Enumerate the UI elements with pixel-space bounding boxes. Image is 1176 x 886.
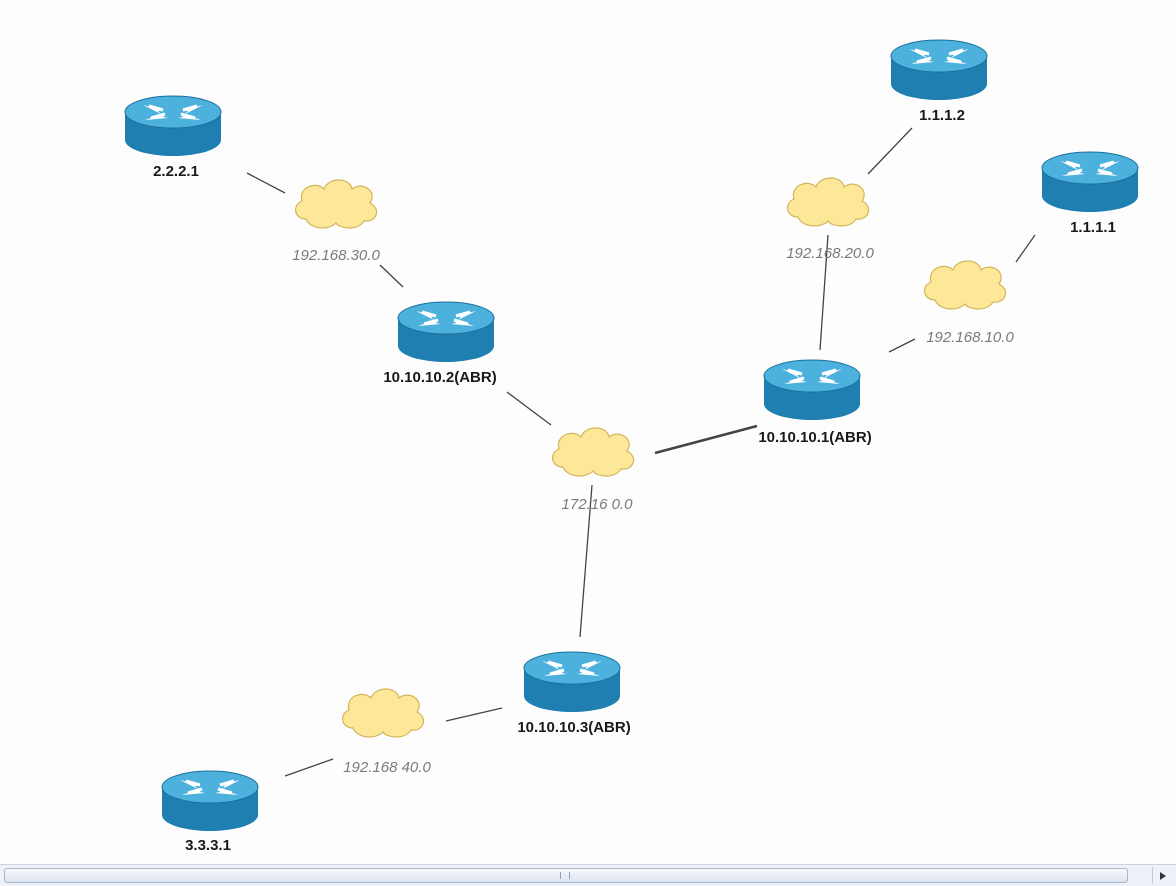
router-label: 10.10.10.3(ABR)	[517, 719, 630, 736]
router-label: 10.10.10.1(ABR)	[758, 429, 871, 446]
link-line	[654, 424, 758, 455]
router-icon	[124, 95, 222, 156]
network-label: 192.168 40.0	[343, 759, 431, 776]
router-label: 3.3.3.1	[185, 837, 231, 854]
cloud-icon	[552, 427, 635, 477]
link-line	[284, 758, 334, 777]
cloud-icon	[295, 179, 378, 229]
network-topology-canvas: 192.168.30.0 192.168.20.0 192.168.10.0 172.…	[124, 39, 1139, 854]
link-line	[579, 484, 593, 638]
router-r-1112[interactable]: 1.1.1.2	[890, 39, 988, 124]
link-line	[246, 172, 286, 194]
router-icon	[763, 359, 861, 420]
link-line	[506, 391, 552, 426]
router-label: 2.2.2.1	[153, 163, 199, 180]
link-line	[888, 338, 916, 353]
network-n-172[interactable]: 172.16 0.0	[552, 427, 635, 513]
network-label: 172.16 0.0	[562, 496, 634, 513]
scroll-right-arrow-icon[interactable]	[1152, 867, 1173, 884]
link-line	[867, 127, 913, 175]
scrollbar-thumb[interactable]	[4, 868, 1128, 883]
link-line	[445, 707, 503, 722]
network-label: 192.168.10.0	[926, 329, 1014, 346]
network-n-20[interactable]: 192.168.20.0	[786, 177, 874, 262]
cloud-icon	[342, 688, 425, 738]
network-label: 192.168.30.0	[292, 247, 380, 264]
router-r-2221[interactable]: 2.2.2.1	[124, 95, 222, 180]
topology-diagram: 192.168.30.0 192.168.20.0 192.168.10.0 172.…	[124, 39, 1139, 854]
link-line	[379, 264, 404, 288]
router-label: 1.1.1.1	[1070, 219, 1116, 236]
network-label: 192.168.20.0	[786, 245, 874, 262]
horizontal-scrollbar[interactable]	[0, 864, 1176, 886]
router-icon	[397, 301, 495, 362]
router-label: 10.10.10.2(ABR)	[383, 369, 496, 386]
router-icon	[161, 770, 259, 831]
router-icon	[523, 651, 621, 712]
link-line	[819, 234, 829, 351]
router-r-abr2[interactable]: 10.10.10.2(ABR)	[383, 301, 497, 386]
cloud-icon	[787, 177, 870, 227]
cloud-icon	[924, 260, 1007, 310]
links	[246, 127, 1036, 777]
router-r-1111[interactable]: 1.1.1.1	[1041, 151, 1139, 236]
scrollbar-grip-icon	[560, 872, 570, 879]
network-n-40[interactable]: 192.168 40.0	[342, 688, 432, 776]
router-icon	[890, 39, 988, 100]
router-r-abr1[interactable]: 10.10.10.1(ABR)	[758, 359, 872, 446]
router-r-3331[interactable]: 3.3.3.1	[161, 770, 259, 854]
network-n-10[interactable]: 192.168.10.0	[924, 260, 1015, 346]
router-label: 1.1.1.2	[919, 107, 965, 124]
link-line	[1015, 234, 1036, 263]
router-icon	[1041, 151, 1139, 212]
network-n-30[interactable]: 192.168.30.0	[292, 179, 380, 264]
router-r-abr3[interactable]: 10.10.10.3(ABR)	[517, 651, 631, 736]
